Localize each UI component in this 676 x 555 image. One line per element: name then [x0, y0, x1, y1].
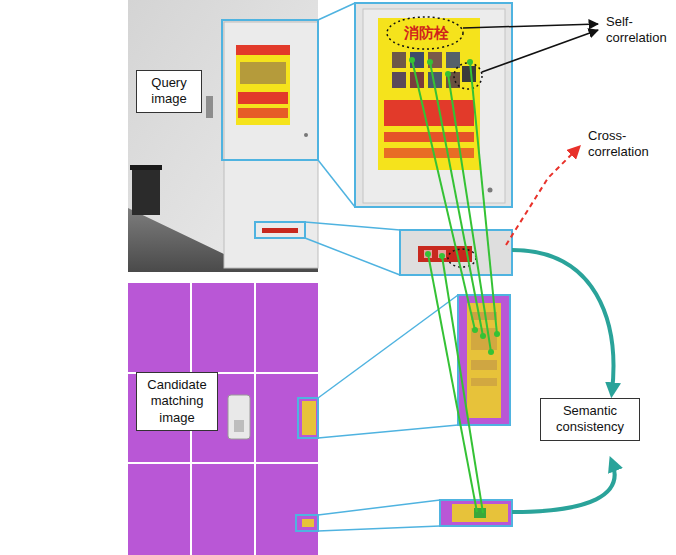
match-points [409, 57, 500, 355]
box-label: Candidate matching image [143, 377, 211, 426]
query-photo [128, 0, 318, 272]
box-label: Semantic consistency [547, 403, 633, 436]
annotation-label: Cross-correlation [588, 128, 674, 159]
zoom-door [355, 3, 512, 207]
candidate-segmentation [128, 283, 318, 555]
label-box: Candidate matching image [136, 372, 218, 431]
box-label: Query image [143, 75, 195, 108]
annotation-label: Self-correlation [606, 14, 674, 45]
flow-arrow [512, 250, 613, 392]
self-correlation-pointer [463, 24, 598, 72]
label-box: Semantic consistency [540, 398, 640, 441]
poster-text: 消防栓 [404, 24, 449, 42]
cross-correlation-pointer [506, 146, 580, 245]
flow-arrow [512, 462, 615, 512]
match-lines [412, 60, 497, 513]
label-box: Query image [136, 70, 202, 113]
